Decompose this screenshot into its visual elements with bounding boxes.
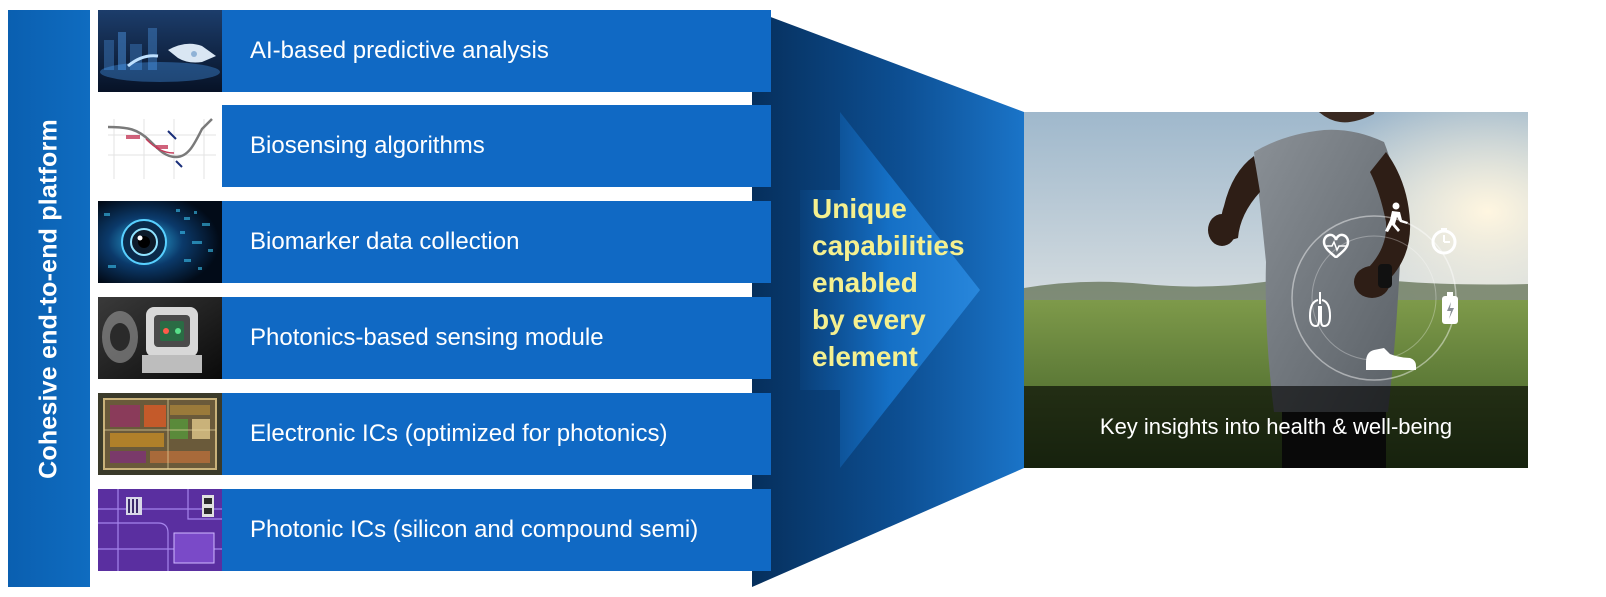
- stopwatch-icon: [1431, 228, 1457, 255]
- platform-bar: Cohesive end-to-end platform: [8, 10, 90, 587]
- heart-icon: [1322, 233, 1350, 259]
- capabilities-line: element: [812, 341, 918, 372]
- capabilities-line: capabilities: [812, 230, 965, 261]
- arrow-shape: [800, 112, 980, 468]
- layer-biosensing: Biosensing algorithms: [98, 105, 771, 187]
- battery-icon: [1442, 292, 1458, 324]
- layer-photonic-ics: Photonic ICs (silicon and compound semi): [98, 489, 771, 571]
- layer-label: Photonics-based sensing module: [250, 324, 604, 351]
- layer-label: Electronic ICs (optimized for photonics): [250, 420, 668, 447]
- lungs-icon: [1308, 292, 1332, 328]
- spectrum-plot-icon: [98, 105, 222, 187]
- layer-electronic-ics: Electronic ICs (optimized for photonics): [98, 393, 771, 475]
- runner-icon: [1385, 202, 1408, 232]
- digital-eye-icon: [98, 201, 222, 283]
- circuit-chip-icon: [98, 393, 222, 475]
- capabilities-line: enabled: [812, 267, 918, 298]
- health-photo: Key insights into health & well-being: [1024, 112, 1528, 468]
- layer-label: Biosensing algorithms: [250, 132, 485, 159]
- layer-biomarker: Biomarker data collection: [98, 201, 771, 283]
- capabilities-text: Unique capabilities enabled by every ele…: [812, 190, 1012, 375]
- layer-label: AI-based predictive analysis: [250, 37, 549, 64]
- shoe-icon: [1366, 348, 1416, 370]
- ai-hand-icon: [98, 10, 222, 92]
- layer-label: Photonic ICs (silicon and compound semi): [250, 516, 699, 543]
- capabilities-line: by every: [812, 304, 926, 335]
- layer-label: Biomarker data collection: [250, 228, 520, 255]
- platform-label: Cohesive end-to-end platform: [34, 118, 63, 479]
- wearable-module-icon: [98, 297, 222, 379]
- capabilities-line: Unique: [812, 193, 907, 224]
- layer-sensing-module: Photonics-based sensing module: [98, 297, 771, 379]
- insight-band: Key insights into health & well-being: [1024, 386, 1528, 468]
- layer-ai-analysis: AI-based predictive analysis: [98, 10, 771, 92]
- photonic-chip-icon: [98, 489, 222, 571]
- insight-text: Key insights into health & well-being: [1099, 414, 1453, 439]
